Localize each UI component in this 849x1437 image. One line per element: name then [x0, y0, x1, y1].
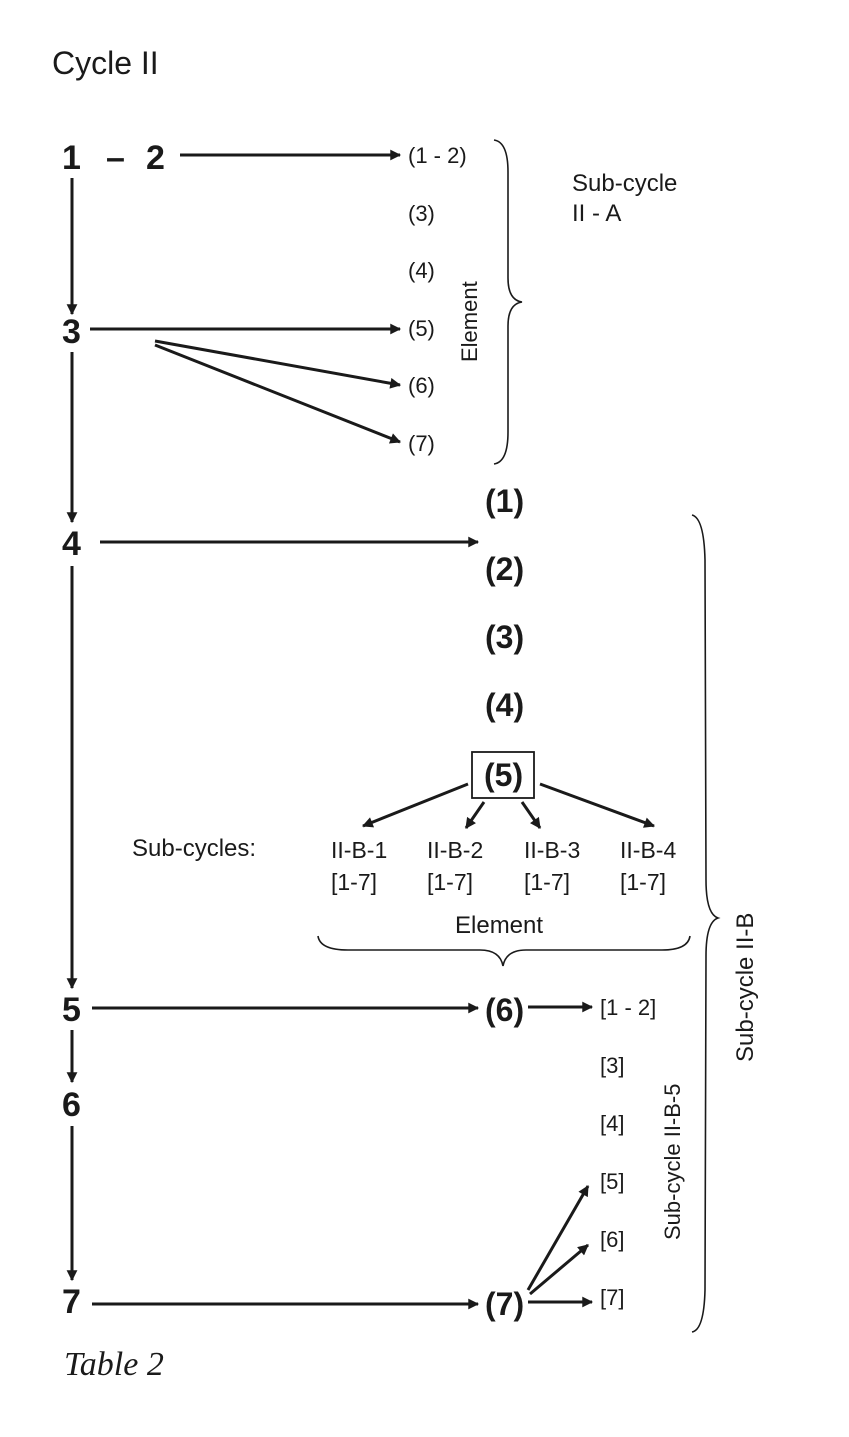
- arrow-b5-to-b2: [464, 801, 486, 829]
- step-6: 6: [62, 1086, 81, 1124]
- subcycle-b5-item-7: [7]: [600, 1285, 624, 1310]
- subcycle-a-item-3: (3): [408, 201, 435, 226]
- subcycle-b3-name: II-B-3: [524, 837, 580, 863]
- subcycle-b4-range: [1-7]: [620, 869, 666, 895]
- subcycle-a-label-line2: II - A: [572, 200, 621, 227]
- subcycle-b5-item-4: [4]: [600, 1111, 624, 1136]
- subcycle-b-item-5-box: [471, 751, 535, 799]
- table-caption: Table 2: [64, 1346, 164, 1383]
- subcycle-b2-name: II-B-2: [427, 837, 483, 863]
- diagram-title: Cycle II: [52, 45, 159, 81]
- subcycle-b-brace: [691, 514, 721, 1333]
- subcycle-b5-item-5: [5]: [600, 1169, 624, 1194]
- subcycle-b-item-5: (5): [484, 757, 523, 793]
- arrow-step3-to-a6: [154, 339, 402, 389]
- arrow-b7-to-b5-6: [529, 1243, 589, 1296]
- step-dash: –: [106, 139, 125, 177]
- arrow-b7-to-b5-5: [526, 1185, 590, 1291]
- subcycles-label: Sub-cycles:: [132, 835, 256, 862]
- subcycle-a-item-5: (5): [408, 316, 435, 341]
- subcycle-b5-label: Sub-cycle II-B-5: [660, 1084, 685, 1241]
- subcycle-a-item-7: (7): [408, 431, 435, 456]
- step-1: 1: [62, 139, 81, 177]
- step-4: 4: [62, 525, 81, 563]
- step-3: 3: [62, 313, 81, 351]
- subcycle-b5-item-6: [6]: [600, 1227, 624, 1252]
- subcycle-a-item-6: (6): [408, 373, 435, 398]
- arrow-b5-to-b1: [361, 782, 469, 828]
- step-5: 5: [62, 991, 81, 1029]
- subcycle-b-item-7: (7): [485, 1286, 524, 1322]
- subcycle-b3-range: [1-7]: [524, 869, 570, 895]
- subcycle-b4-name: II-B-4: [620, 837, 676, 863]
- subcycle-b-item-3: (3): [485, 619, 524, 655]
- subcycle-a-item-1-2: (1 - 2): [408, 143, 467, 168]
- subcycle-a-brace: [493, 139, 523, 465]
- subcycle-b5-item-1-2: [1 - 2]: [600, 995, 656, 1020]
- subcycle-b2-range: [1-7]: [427, 869, 473, 895]
- arrow-b5-to-b4: [539, 782, 656, 828]
- arrow-b5-to-b3: [520, 801, 542, 829]
- subcycle-b-element-brace: [317, 935, 691, 967]
- subcycle-b1-range: [1-7]: [331, 869, 377, 895]
- subcycle-b-item-1: (1): [485, 483, 524, 519]
- subcycle-b-item-6: (6): [485, 992, 524, 1028]
- step-2: 2: [146, 139, 165, 177]
- subcycle-b5-item-3: [3]: [600, 1053, 624, 1078]
- subcycle-b1-name: II-B-1: [331, 837, 387, 863]
- subcycle-a-label-line1: Sub-cycle: [572, 170, 677, 197]
- arrow-step3-to-a7: [154, 343, 402, 444]
- subcycle-a-item-4: (4): [408, 258, 435, 283]
- subcycle-a-element-label: Element: [457, 281, 482, 362]
- subcycle-b-item-2: (2): [485, 551, 524, 587]
- subcycle-b-item-4: (4): [485, 687, 524, 723]
- step-7: 7: [62, 1283, 81, 1321]
- subcycle-b-label: Sub-cycle II-B: [732, 913, 759, 1062]
- subcycle-b-element-label: Element: [455, 912, 543, 939]
